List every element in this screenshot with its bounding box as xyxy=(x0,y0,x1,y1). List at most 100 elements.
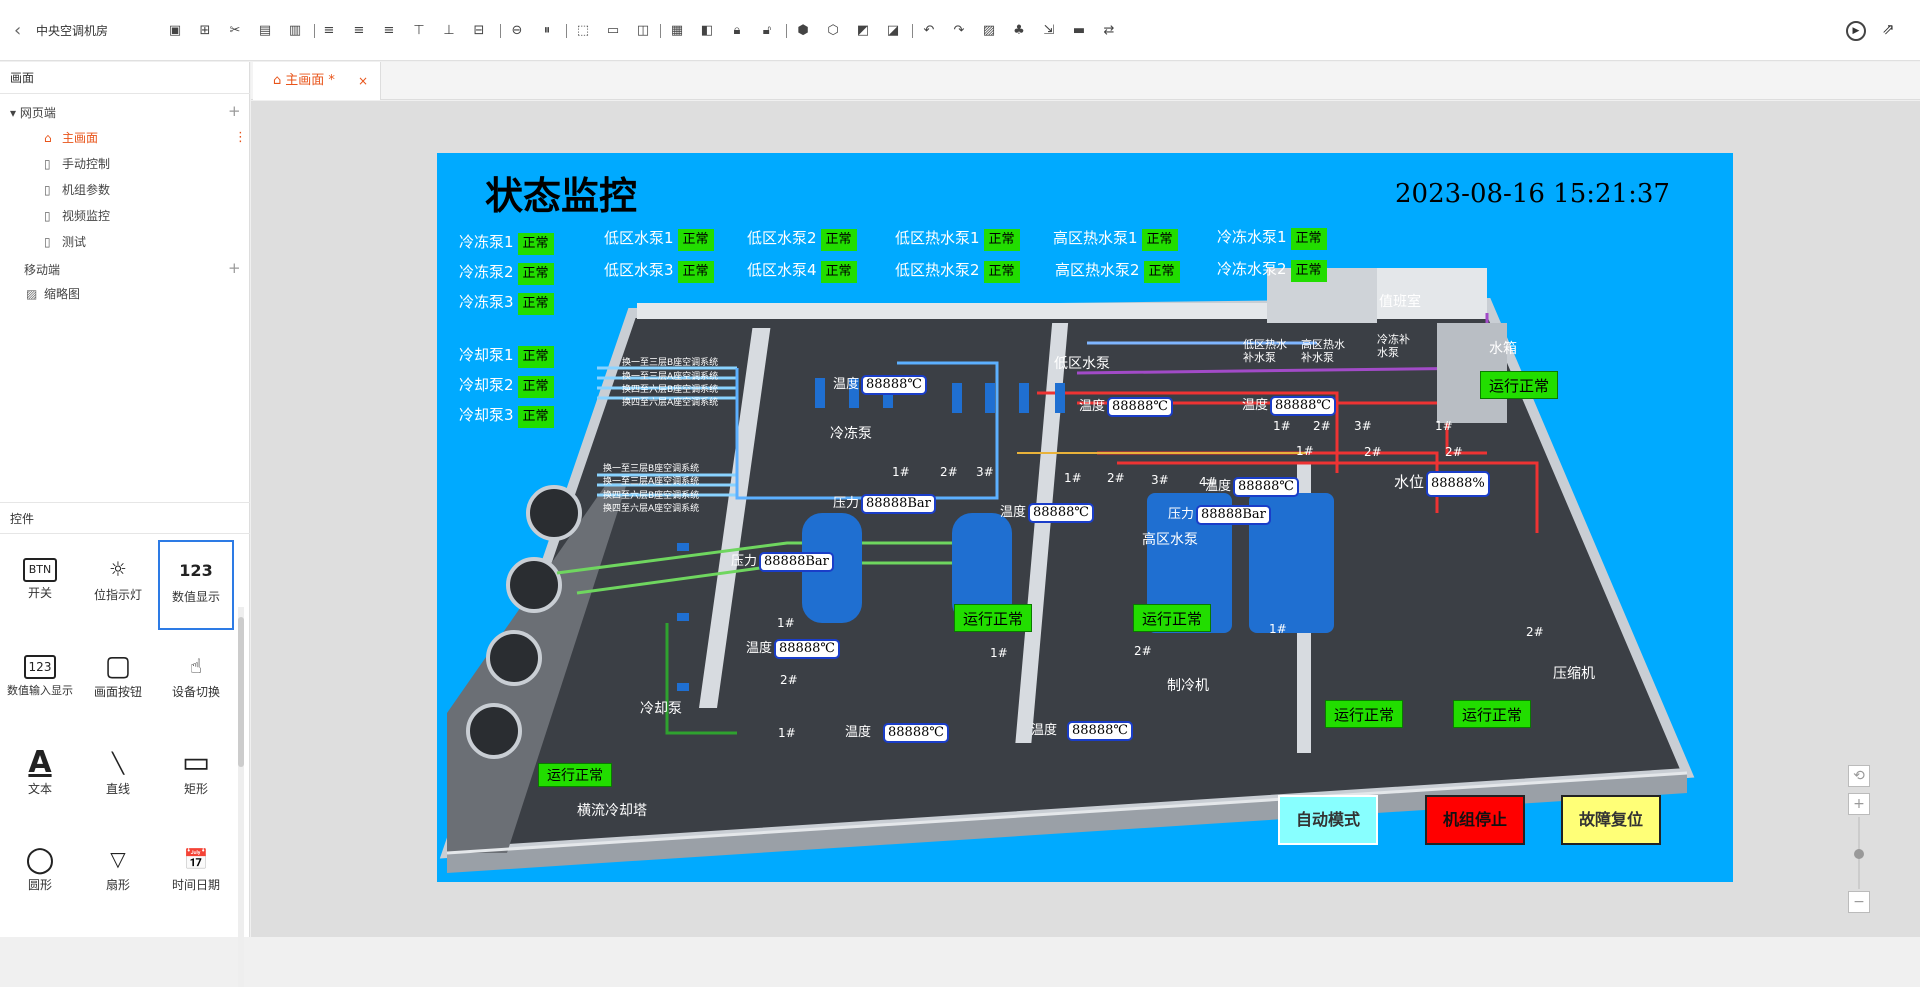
tree-mobile-group[interactable]: 移动端 xyxy=(24,263,61,277)
bring-front-icon[interactable]: ◩ xyxy=(856,23,870,38)
save-icon[interactable]: ▣ xyxy=(168,23,182,38)
layer-icon[interactable]: ◧ xyxy=(700,23,714,38)
pipe-label: 换四至六层B座空调系统 xyxy=(622,385,719,395)
image-icon[interactable]: ▦ xyxy=(670,23,684,38)
send-back-icon[interactable]: ◪ xyxy=(886,23,900,38)
undo-icon[interactable]: ↶ xyxy=(923,23,935,38)
open-external-icon[interactable]: ⇗ xyxy=(1882,20,1895,38)
control-sector[interactable]: ▽扇形 xyxy=(82,830,154,920)
file-icon: ▯ xyxy=(44,157,51,171)
unit-number: 2# xyxy=(1445,445,1463,459)
auto-mode-button[interactable]: 自动模式 xyxy=(1278,795,1378,845)
pipe-label: 换四至六层A座空调系统 xyxy=(622,398,719,408)
unit-number: 1# xyxy=(892,465,910,479)
swap-icon[interactable]: ⇄ xyxy=(1103,23,1115,38)
tab-main[interactable]: ⌂主画面 *× xyxy=(253,62,381,100)
align-center-icon[interactable]: ≡ xyxy=(353,23,365,38)
export-icon[interactable]: ⇲ xyxy=(1043,23,1055,38)
control-line[interactable]: ╲直线 xyxy=(82,734,154,824)
status-badge: 正常 xyxy=(1141,229,1178,251)
pump-label: 高区热水补水泵 xyxy=(1301,338,1345,364)
delete-icon[interactable]: ▥ xyxy=(288,23,302,38)
running-status: 运行正常 xyxy=(1480,371,1559,399)
hand-icon: ☝ xyxy=(189,654,203,678)
group-icon[interactable]: ⬚ xyxy=(576,23,590,38)
redo-icon[interactable]: ↷ xyxy=(953,23,965,38)
back-icon[interactable]: ‹ xyxy=(14,20,22,41)
fault-reset-button[interactable]: 故障复位 xyxy=(1561,795,1661,845)
video-icon[interactable]: ▬ xyxy=(1072,23,1086,38)
library-icon[interactable]: ♣ xyxy=(1013,23,1025,38)
tree-item-thumbnail[interactable]: ▨缩略图 xyxy=(26,283,80,305)
area-label: 低区水泵 xyxy=(1054,356,1110,372)
zoom-in-icon[interactable]: + xyxy=(1848,793,1870,815)
tree-item-test[interactable]: ▯测试 xyxy=(44,231,86,253)
numeric-input-icon: 123 xyxy=(24,655,56,679)
control-rectangle[interactable]: ▭矩形 xyxy=(160,734,232,824)
status-badge: 正常 xyxy=(517,406,554,428)
file-icon: ▯ xyxy=(44,209,51,223)
more-icon[interactable]: ⋮ xyxy=(234,130,247,145)
unit-number: 4# xyxy=(1199,475,1217,489)
unlock-icon[interactable]: 🔓︎ xyxy=(762,23,772,38)
shape-icon[interactable]: ⬢ xyxy=(797,23,809,38)
zoom-slider-handle[interactable] xyxy=(1854,849,1864,859)
tree-item-manual[interactable]: ▯手动控制 xyxy=(44,153,110,175)
align-top-icon[interactable]: ⊤ xyxy=(413,23,425,38)
align-bottom-icon[interactable]: ⊥ xyxy=(443,23,455,38)
align-left-icon[interactable]: ≡ xyxy=(323,23,335,38)
status-badge: 正常 xyxy=(517,376,554,398)
unit-number: 2# xyxy=(1364,445,1382,459)
tree-item-video[interactable]: ▯视频监控 xyxy=(44,205,110,227)
align-middle-icon[interactable]: ⊟ xyxy=(473,23,485,38)
pump-label: 低区热水补水泵 xyxy=(1243,338,1287,364)
top-toolbar: ‹ 中央空调机房 ▣ ⊞ ✂ ▤ ▥ ≡ ≡ ≡ ⊤ ⊥ ⊟ ⊖ ⏸ ⬚ ▭ ◫… xyxy=(0,0,1920,61)
screens-header: 画面 xyxy=(0,62,250,94)
distribute-h-icon[interactable]: ⊖ xyxy=(511,23,523,38)
tree-web-group[interactable]: ▾ 网页端 xyxy=(10,106,56,120)
ungroup-icon[interactable]: ▭ xyxy=(606,23,620,38)
area-label: 值班室 xyxy=(1379,294,1421,310)
controls-scrollbar-track[interactable] xyxy=(238,607,244,987)
unit-number: 2# xyxy=(1107,471,1125,485)
pipe-label: 换一至三层A座空调系统 xyxy=(603,477,700,487)
picture-icon[interactable]: ▨ xyxy=(982,23,996,38)
pipe-label: 换一至三层A座空调系统 xyxy=(622,372,719,382)
add-page-icon[interactable]: ⊞ xyxy=(199,23,211,38)
add-web-screen-icon[interactable]: + xyxy=(228,102,241,120)
control-datetime[interactable]: 📅时间日期 xyxy=(160,830,232,920)
control-bit-indicator[interactable]: ☼位指示灯 xyxy=(82,540,154,630)
run-icon[interactable]: ▶ xyxy=(1846,21,1866,41)
layout-icon[interactable]: ◫ xyxy=(636,23,650,38)
distribute-v-icon[interactable]: ⏸ xyxy=(543,23,551,38)
close-icon[interactable]: × xyxy=(357,74,368,88)
add-mobile-screen-icon[interactable]: + xyxy=(228,259,241,277)
zoom-out-icon[interactable]: − xyxy=(1848,891,1870,913)
unit-stop-button[interactable]: 机组停止 xyxy=(1425,795,1525,845)
area-label: 压缩机 xyxy=(1553,666,1595,682)
paste-icon[interactable]: ▤ xyxy=(258,23,272,38)
control-device-switch[interactable]: ☝设备切换 xyxy=(160,637,232,727)
tree-item-params[interactable]: ▯机组参数 xyxy=(44,179,110,201)
controls-scrollbar-thumb[interactable] xyxy=(238,617,244,767)
control-screen-button[interactable]: ▢画面按钮 xyxy=(93,649,142,700)
cut-icon[interactable]: ✂ xyxy=(229,23,241,38)
running-status: 运行正常 xyxy=(538,763,612,787)
fit-icon[interactable]: ⟲ xyxy=(1848,765,1870,787)
lock-icon[interactable]: 🔒︎ xyxy=(733,23,741,38)
control-circle[interactable]: ○圆形 xyxy=(4,830,76,920)
align-right-icon[interactable]: ≡ xyxy=(383,23,395,38)
tree-item-main[interactable]: ⌂主画面 xyxy=(44,127,98,149)
component-icon[interactable]: ⬡ xyxy=(827,23,839,38)
